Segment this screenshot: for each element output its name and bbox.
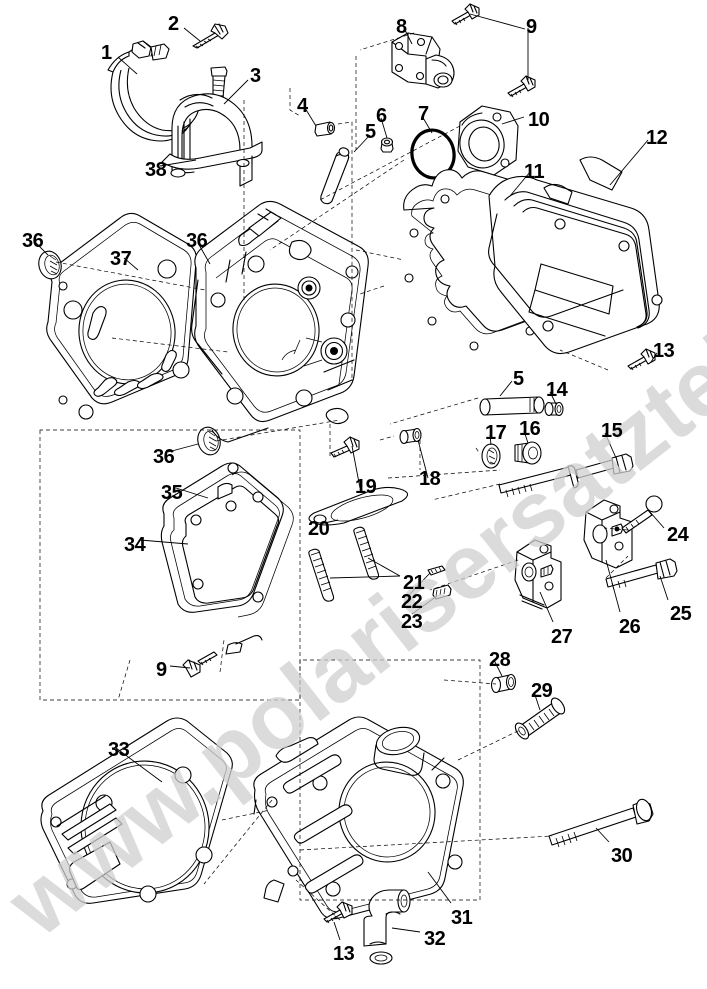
part-32-elbow-fitting <box>363 889 411 965</box>
callout-number-13: 13 <box>333 943 355 965</box>
callout-number-5: 5 <box>365 121 376 143</box>
callout-number-38: 38 <box>145 159 167 181</box>
callout-number-20: 20 <box>308 518 330 540</box>
part-31-cylinder-block <box>253 716 464 920</box>
part-18-bushing <box>399 427 422 445</box>
callout-number-35: 35 <box>161 482 183 504</box>
callout-number-18: 18 <box>419 468 441 490</box>
part-21-stud-a <box>353 526 380 580</box>
callout-number-36: 36 <box>186 230 208 252</box>
part-34-cover-gasket <box>231 471 294 618</box>
part-26-rocker-arm <box>583 499 633 569</box>
part-14-spacer <box>544 401 564 417</box>
part-25-shaft-bolt <box>605 558 678 591</box>
cylinder-head-body <box>191 200 369 443</box>
part-2-clamp-bolt <box>192 23 229 49</box>
callout-number-24: 24 <box>667 524 689 546</box>
callout-number-1: 1 <box>101 42 112 64</box>
callout-number-31: 31 <box>451 907 473 929</box>
callout-number-12: 12 <box>646 127 668 149</box>
callout-number-27: 27 <box>551 626 573 648</box>
callout-number-37: 37 <box>110 248 132 270</box>
callout-number-21: 21 <box>403 572 425 594</box>
part-29-oil-jet <box>514 697 566 740</box>
callout-number-9: 9 <box>156 659 167 681</box>
callout-number-8: 8 <box>396 16 407 38</box>
part-38-exhaust-pipe <box>161 93 263 187</box>
part-35-cover <box>160 462 284 655</box>
callout-number-13: 13 <box>653 340 675 362</box>
part-17-washer <box>481 443 501 469</box>
callout-number-2: 2 <box>168 13 179 35</box>
callout-number-22: 22 <box>401 591 423 613</box>
part-8-thermostat-housing <box>391 32 455 89</box>
callout-number-3: 3 <box>250 65 261 87</box>
callout-number-7: 7 <box>418 103 429 125</box>
part-28-dowel-sleeve <box>490 673 517 694</box>
callout-number-15: 15 <box>601 420 623 442</box>
part-36-seal-a <box>38 250 62 280</box>
part-13-bolt-mid <box>627 348 656 371</box>
part-15-long-bolt <box>498 453 634 498</box>
projection-lines <box>39 32 629 921</box>
part-9-bolt-lower <box>182 651 218 678</box>
callout-number-29: 29 <box>531 680 553 702</box>
part-30-long-bolt <box>548 798 654 848</box>
callout-number-16: 16 <box>519 418 541 440</box>
callout-number-28: 28 <box>489 649 511 671</box>
part-4-dowel-small <box>314 121 336 137</box>
part-12-valve-cover <box>488 156 663 355</box>
callout-number-19: 19 <box>355 476 377 498</box>
callout-number-34: 34 <box>124 534 146 556</box>
part-5-dowel-pin-lower <box>479 396 545 416</box>
callout-number-25: 25 <box>670 603 692 625</box>
callout-number-23: 23 <box>401 611 423 633</box>
callout-number-26: 26 <box>619 616 641 638</box>
callout-number-32: 32 <box>424 928 446 950</box>
callout-number-33: 33 <box>108 739 130 761</box>
part-24-adjuster <box>621 495 663 534</box>
callout-number-11: 11 <box>524 161 545 183</box>
part-5-dowel-pin-upper <box>320 147 350 205</box>
callout-number-36: 36 <box>22 230 44 252</box>
part-20-guide-gasket <box>308 486 409 526</box>
callout-number-6: 6 <box>376 105 387 127</box>
callout-number-36: 36 <box>153 446 175 468</box>
part-33-base-gasket <box>40 717 233 904</box>
callout-number-30: 30 <box>611 845 633 867</box>
callout-number-5: 5 <box>513 368 524 390</box>
part-37-head-gasket <box>46 212 197 420</box>
part-23-lock-nut <box>432 584 452 600</box>
part-19-tensioner-bolt <box>330 436 360 458</box>
callout-number-14: 14 <box>546 379 568 401</box>
callout-number-10: 10 <box>528 109 550 131</box>
part-16-oil-plug <box>514 441 542 465</box>
part-13-bolt-bottom <box>323 901 353 924</box>
callout-number-9: 9 <box>526 16 537 38</box>
part-21-stud-b <box>308 548 335 602</box>
part-27-rocker-arm <box>514 539 562 610</box>
callout-number-17: 17 <box>485 422 507 444</box>
callout-number-4: 4 <box>297 95 308 117</box>
part-9-bolt-upper-b <box>507 75 536 98</box>
leader-lines <box>35 13 669 941</box>
